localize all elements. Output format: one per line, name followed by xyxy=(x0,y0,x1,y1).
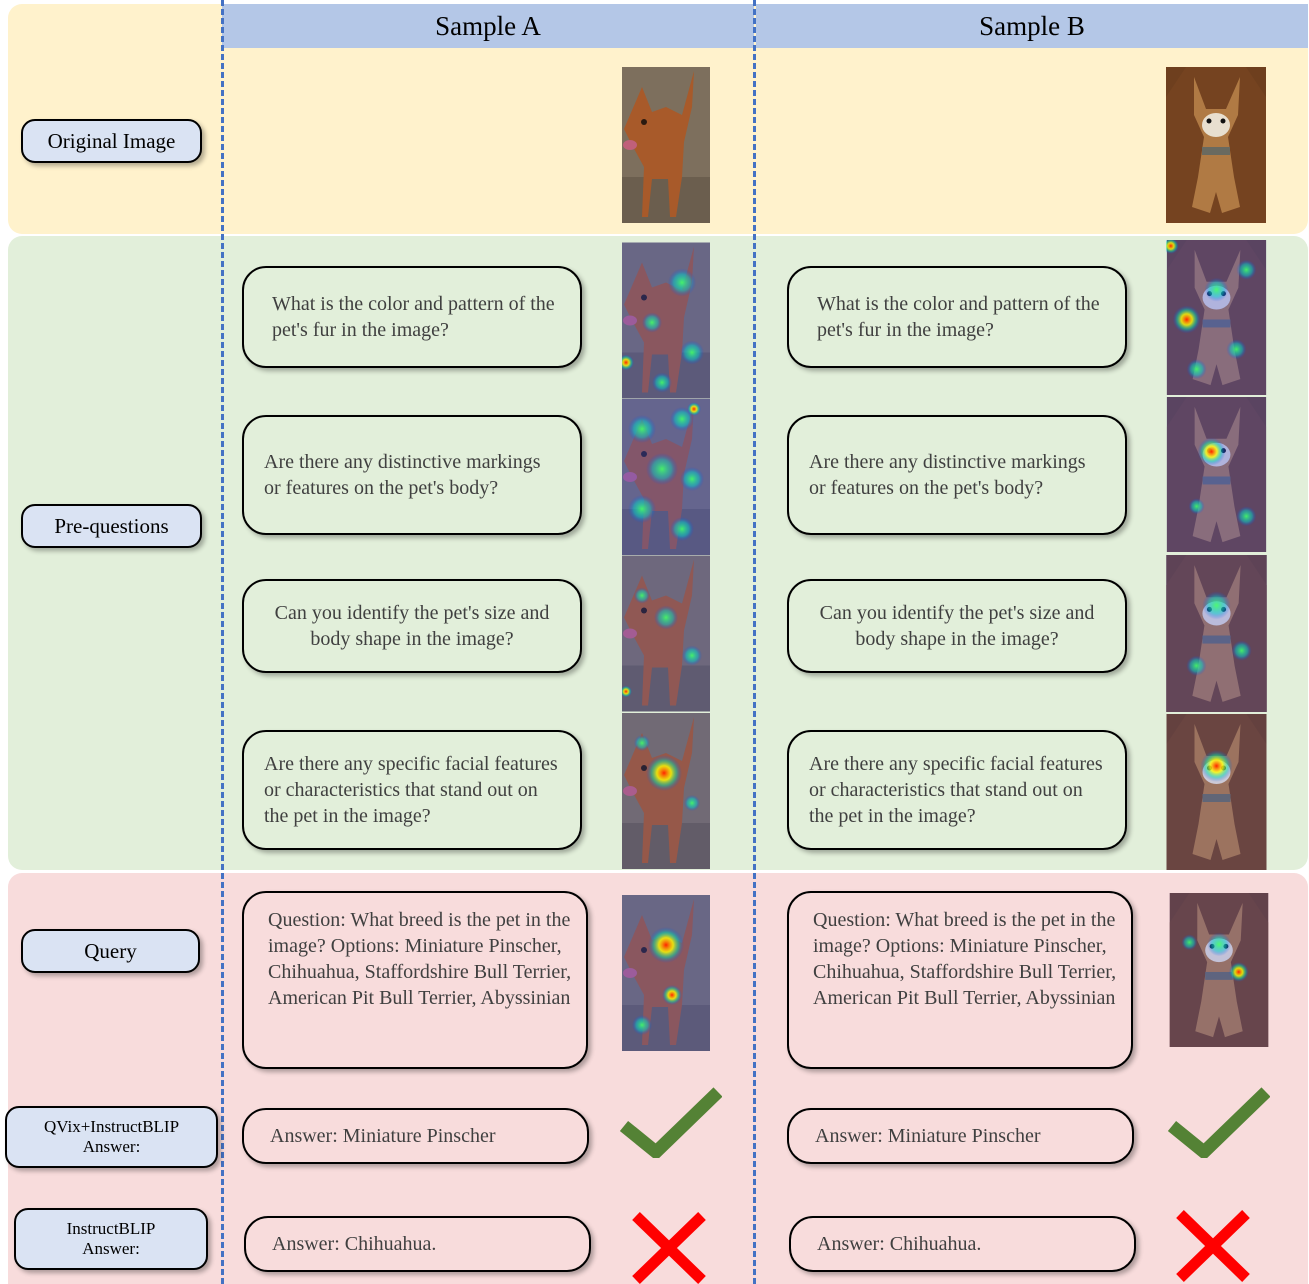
row-label-qvix-answer: QVix+InstructBLIP Answer: xyxy=(5,1106,218,1168)
row-label-prequestions: Pre-questions xyxy=(21,504,202,548)
sample-a-heatmap-3 xyxy=(622,555,710,712)
sample-b-heatmap-4 xyxy=(1166,714,1267,870)
sample-b-prequestion-1-text: What is the color and pattern of the pet… xyxy=(817,293,1100,341)
column-header-sample-a: Sample A xyxy=(222,4,754,48)
divider-left xyxy=(221,0,224,1284)
sample-b-prequestion-2-text: Are there any distinctive markings or fe… xyxy=(809,451,1086,499)
sample-a-qvix-answer-text: Answer: Miniature Pinscher xyxy=(270,1125,496,1147)
sample-a-heatmap-1 xyxy=(622,242,710,399)
sample-b-heatmap-3 xyxy=(1166,555,1267,712)
row-label-original-image: Original Image xyxy=(21,119,202,163)
sample-a-original-image xyxy=(622,67,710,223)
sample-a-prequestion-3: Can you identify the pet's size and body… xyxy=(242,579,582,673)
sample-b-prequestion-2: Are there any distinctive markings or fe… xyxy=(787,415,1127,535)
sample-b-qvix-answer: Answer: Miniature Pinscher xyxy=(787,1108,1134,1164)
sample-a-heatmap-2 xyxy=(622,399,710,555)
cross-icon xyxy=(1176,1210,1250,1282)
sample-a-query-heatmap xyxy=(622,895,710,1051)
sample-b-query-heatmap xyxy=(1168,893,1270,1047)
sample-b-prequestion-3: Can you identify the pet's size and body… xyxy=(787,579,1127,673)
check-icon xyxy=(619,1086,723,1161)
sample-b-query-box: Question: What breed is the pet in the i… xyxy=(787,891,1133,1069)
row-label-instructblip-answer: InstructBLIP Answer: xyxy=(14,1208,208,1270)
row-label-query: Query xyxy=(21,929,200,973)
column-header-sample-b: Sample B xyxy=(756,4,1308,48)
sample-b-instructblip-answer-text: Answer: Chihuahua. xyxy=(817,1233,982,1255)
sample-a-heatmap-4 xyxy=(622,712,710,870)
sample-a-prequestion-3-text: Can you identify the pet's size and body… xyxy=(274,602,550,650)
sample-a-prequestion-4: Are there any specific facial features o… xyxy=(242,730,582,850)
sample-b-prequestion-3-text: Can you identify the pet's size and body… xyxy=(819,602,1095,650)
sample-a-query-box: Question: What breed is the pet in the i… xyxy=(242,891,588,1069)
cross-icon xyxy=(632,1212,706,1284)
sample-a-prequestion-1: What is the color and pattern of the pet… xyxy=(242,266,582,368)
sample-b-query-text: Question: What breed is the pet in the i… xyxy=(813,909,1117,1009)
sample-a-prequestion-2: Are there any distinctive markings or fe… xyxy=(242,415,582,535)
divider-middle xyxy=(753,0,756,1284)
sample-a-prequestion-2-text: Are there any distinctive markings or fe… xyxy=(264,451,541,499)
sample-b-qvix-answer-text: Answer: Miniature Pinscher xyxy=(815,1125,1041,1147)
sample-b-heatmap-2 xyxy=(1166,397,1267,552)
sample-b-heatmap-1 xyxy=(1166,240,1267,395)
sample-a-query-text: Question: What breed is the pet in the i… xyxy=(268,909,572,1009)
sample-b-prequestion-1: What is the color and pattern of the pet… xyxy=(787,266,1127,368)
sample-b-instructblip-answer: Answer: Chihuahua. xyxy=(789,1216,1136,1272)
sample-b-prequestion-4-text: Are there any specific facial features o… xyxy=(809,753,1103,827)
sample-b-prequestion-4: Are there any specific facial features o… xyxy=(787,730,1127,850)
sample-a-instructblip-answer: Answer: Chihuahua. xyxy=(244,1216,591,1272)
check-icon xyxy=(1167,1086,1271,1161)
sample-a-prequestion-4-text: Are there any specific facial features o… xyxy=(264,753,558,827)
sample-a-instructblip-answer-text: Answer: Chihuahua. xyxy=(272,1233,437,1255)
sample-a-prequestion-1-text: What is the color and pattern of the pet… xyxy=(272,293,555,341)
sample-a-qvix-answer: Answer: Miniature Pinscher xyxy=(242,1108,589,1164)
sample-b-original-image xyxy=(1166,67,1266,223)
